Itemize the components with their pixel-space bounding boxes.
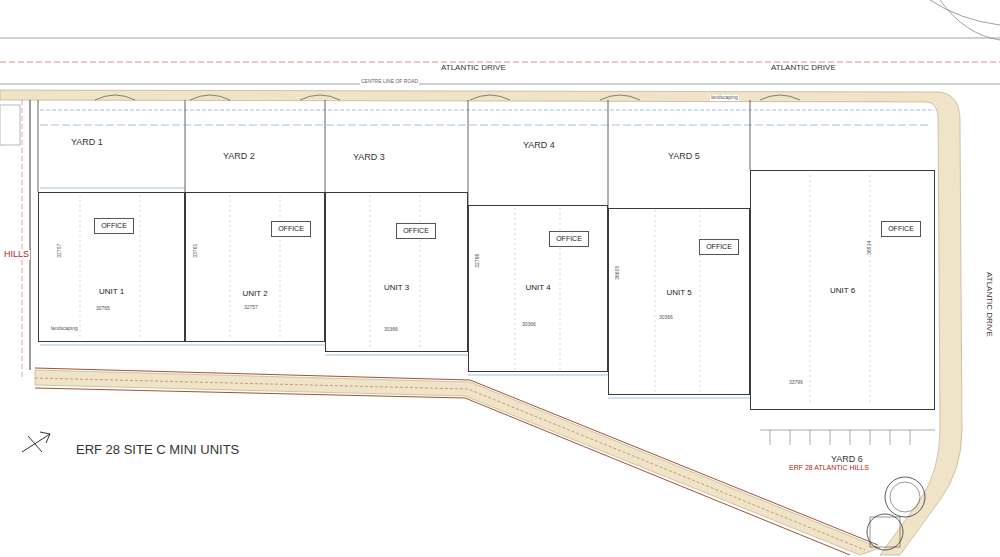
dimension: 33799	[788, 380, 804, 386]
unit-outline: UNIT 1 OFFICE	[38, 192, 185, 342]
dimension: 32757	[57, 243, 63, 259]
office-box: OFFICE	[271, 221, 311, 237]
unit-outline: UNIT 5 OFFICE	[608, 208, 750, 395]
plan-label: HILLS	[3, 250, 30, 260]
plan-label: YARD 2	[222, 152, 256, 162]
dimension: 36605	[615, 265, 621, 281]
office-box: OFFICE	[94, 218, 134, 234]
plan-label: ATLANTIC DRIVE	[440, 64, 507, 73]
office-label: OFFICE	[401, 227, 431, 234]
office-box: OFFICE	[396, 223, 436, 239]
unit-label: UNIT 2	[240, 289, 269, 298]
office-label: OFFICE	[554, 235, 584, 242]
text-holder: UNIT 1	[39, 287, 184, 296]
text-holder: UNIT 5	[609, 288, 749, 297]
office-box: OFFICE	[549, 231, 589, 247]
plan-label: ATLANTIC DRIVE	[984, 271, 993, 338]
dimension: 30366	[658, 315, 674, 321]
dimension: 32766	[475, 253, 481, 269]
unit-label: UNIT 6	[828, 286, 857, 295]
dimension: 36914	[867, 240, 873, 256]
unit-label: UNIT 3	[382, 283, 411, 292]
office-label: OFFICE	[704, 243, 734, 250]
plan-label: ERF 28 ATLANTIC HILLS	[788, 464, 870, 472]
text-holder: OFFICE	[550, 235, 588, 242]
text-holder: UNIT 2	[186, 289, 324, 298]
text-holder: OFFICE	[397, 227, 435, 234]
unit-label: UNIT 1	[97, 287, 126, 296]
plan-label: CENTRE LINE OF ROAD	[360, 79, 419, 85]
office-label: OFFICE	[886, 225, 916, 232]
text-holder: OFFICE	[95, 222, 133, 229]
dimension: 30765	[95, 306, 111, 312]
plan-label: YARD 3	[352, 153, 386, 163]
unit-label: UNIT 5	[664, 288, 693, 297]
unit-outline: UNIT 6 OFFICE	[750, 170, 935, 410]
drawing-title: ERF 28 SITE C MINI UNITS	[75, 443, 240, 457]
unit-outline: UNIT 2 OFFICE	[185, 192, 325, 342]
text-holder: UNIT 3	[326, 283, 467, 292]
plan-label: landscaping	[710, 95, 739, 101]
text-holder: OFFICE	[272, 225, 310, 232]
office-box: OFFICE	[699, 239, 739, 255]
text-holder: OFFICE	[882, 225, 920, 232]
unit-outline: UNIT 4 OFFICE	[468, 205, 608, 372]
plan-label: ATLANTIC DRIVE	[770, 64, 837, 73]
dimension: 32757	[243, 305, 259, 311]
dimension: 33761	[193, 243, 199, 259]
dimension: 30366	[383, 327, 399, 333]
plan-label: landscaping	[50, 326, 79, 332]
text-holder: UNIT 6	[751, 286, 934, 295]
office-box: OFFICE	[881, 221, 921, 237]
dimension: 30366	[521, 322, 537, 328]
office-label: OFFICE	[99, 222, 129, 229]
office-label: OFFICE	[276, 225, 306, 232]
text-holder: OFFICE	[700, 243, 738, 250]
plan-label: YARD 5	[667, 152, 701, 162]
unit-label: UNIT 4	[523, 283, 552, 292]
text-holder: UNIT 4	[469, 283, 607, 292]
plan-label: YARD 4	[522, 141, 556, 151]
plan-label: YARD 1	[70, 138, 104, 148]
